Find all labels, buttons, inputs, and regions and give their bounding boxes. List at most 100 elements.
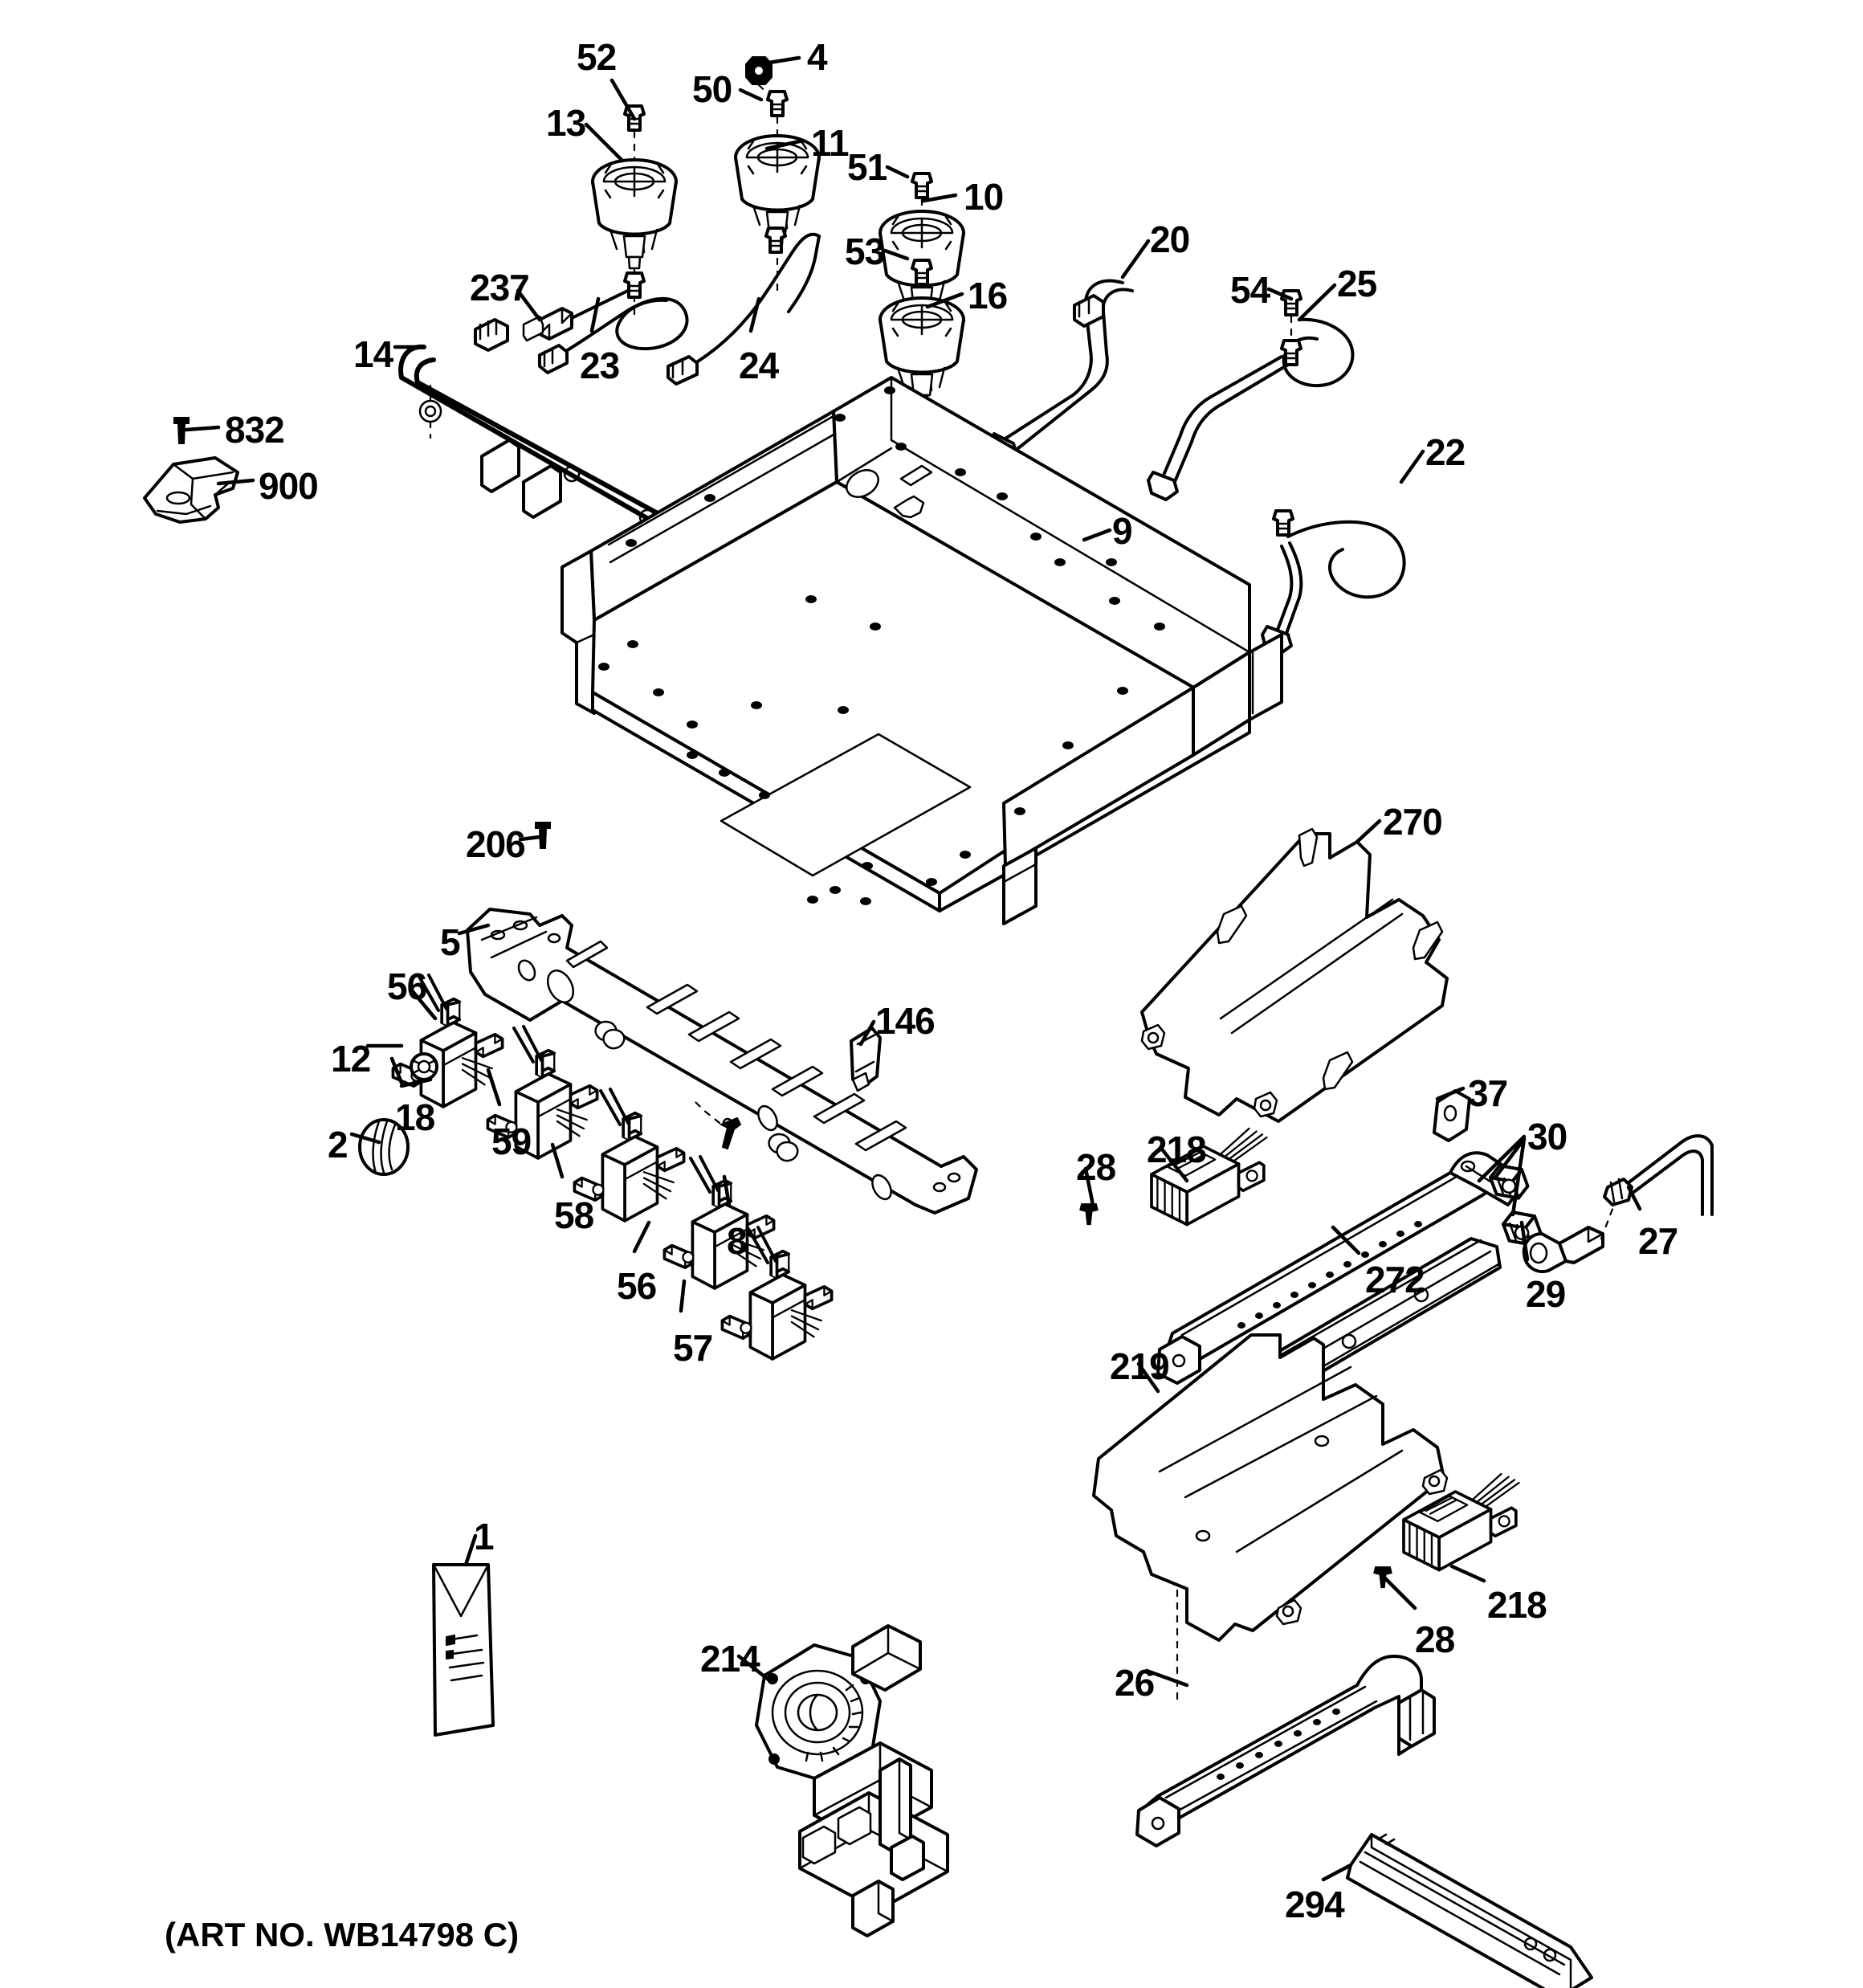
leader-26 (1144, 1668, 1189, 1688)
part-8-screw (719, 1116, 742, 1150)
part-206-screw (535, 822, 551, 849)
callout-57: 57 (673, 1327, 713, 1369)
part-214-gas-pressure-regulator (755, 1624, 949, 1937)
leader-57 (679, 1279, 687, 1313)
leader-56 (409, 987, 438, 1021)
callout-50: 50 (692, 68, 732, 110)
leader-1 (463, 1533, 478, 1567)
leader-13 (584, 122, 625, 163)
callout-20: 20 (1150, 218, 1190, 260)
part-294-deflector (1346, 1833, 1593, 1988)
callout-2: 2 (328, 1124, 349, 1165)
leader-23 (589, 296, 601, 333)
callout-22: 22 (1425, 431, 1466, 473)
leader-53 (883, 248, 910, 261)
leader-11 (764, 138, 805, 151)
callout-18: 18 (395, 1096, 435, 1138)
callout-56: 56 (387, 965, 427, 1007)
callout-219: 219 (1110, 1345, 1170, 1387)
part-51-orifice (911, 172, 933, 199)
leader-30 (1477, 1134, 1527, 1183)
leader-18 (389, 1056, 404, 1085)
leader-5 (457, 923, 491, 936)
callout-24: 24 (739, 345, 779, 386)
part-219-bottom-shield (1092, 1333, 1449, 1642)
callout-52: 52 (577, 36, 617, 78)
callout-206: 206 (466, 823, 526, 865)
leader-9 (1082, 528, 1112, 542)
part-13-burner-head (591, 158, 678, 270)
leader-16 (925, 292, 964, 309)
callout-900: 900 (259, 465, 319, 507)
leader-270 (1355, 818, 1382, 844)
part-237-igniter-rod (522, 286, 636, 342)
leader-25 (1297, 283, 1337, 322)
callout-5: 5 (440, 921, 461, 963)
leader-22 (1399, 449, 1425, 484)
leader-832 (184, 425, 221, 432)
callout-218: 218 (1147, 1129, 1207, 1170)
leader-59 (486, 1067, 502, 1107)
part-12-valve-1 (391, 997, 504, 1108)
leader-29 (1519, 1220, 1530, 1262)
callout-294: 294 (1285, 1884, 1345, 1925)
leader-10 (921, 193, 958, 203)
callout-214: 214 (700, 1638, 760, 1680)
leader-146 (858, 1019, 876, 1047)
leader-56 (632, 1220, 651, 1254)
callout-51: 51 (847, 146, 887, 188)
callout-58: 58 (554, 1194, 594, 1236)
callout-10: 10 (964, 176, 1004, 218)
leader-218 (1449, 1564, 1486, 1583)
leader-900 (216, 478, 255, 486)
callout-leader-lines (184, 55, 1642, 1882)
part-56-valve-4 (662, 1178, 776, 1290)
callout-29: 29 (1526, 1273, 1566, 1315)
part-1-instruction-sheet (432, 1563, 495, 1737)
leader-20 (1120, 239, 1151, 280)
callout-14: 14 (353, 333, 393, 375)
leader-206 (518, 835, 542, 842)
part-53-orifice-node (911, 259, 933, 286)
part-20-gas-tube (988, 279, 1134, 463)
leader-50 (738, 88, 764, 102)
part-9-oven-bottom-chassis (561, 376, 1283, 925)
leader-218 (1160, 1148, 1189, 1183)
callout-26: 26 (1115, 1662, 1155, 1704)
leader-8 (722, 1174, 732, 1207)
part-900-bracket (143, 456, 239, 524)
callout-23: 23 (580, 345, 620, 386)
leader-294 (1321, 1863, 1353, 1882)
part-146-clip (850, 1027, 882, 1092)
callout-56: 56 (617, 1265, 657, 1307)
leader-28 (1083, 1166, 1096, 1211)
callout-54: 54 (1230, 269, 1270, 311)
callout-4: 4 (807, 36, 828, 78)
callout-59: 59 (491, 1121, 532, 1162)
part-27-gas-tube (1603, 1134, 1714, 1216)
part-22-gas-tube (1261, 509, 1406, 655)
leader-24 (748, 296, 761, 333)
callout-53: 53 (845, 231, 885, 272)
leader-237 (516, 288, 542, 322)
callout-270: 270 (1383, 801, 1443, 843)
part-26-oven-burner (1135, 1655, 1436, 1847)
leader-4 (756, 55, 801, 67)
callout-218: 218 (1487, 1584, 1547, 1626)
callout-12: 12 (331, 1038, 371, 1080)
callout-832: 832 (225, 409, 285, 451)
callout-9: 9 (1112, 510, 1133, 552)
callout-28: 28 (1076, 1146, 1116, 1188)
part-18-washer (410, 1052, 438, 1081)
callout-237: 237 (470, 267, 530, 308)
leader-54 (1266, 287, 1294, 301)
part-2-control-knob (358, 1118, 410, 1176)
callout-37: 37 (1468, 1072, 1508, 1114)
callout-30: 30 (1527, 1116, 1567, 1157)
art-number-label: (ART NO. WB14798 C) (165, 1916, 520, 1953)
callout-11: 11 (811, 122, 850, 164)
part-270-heat-shield (1140, 827, 1449, 1123)
part-25-gas-tube (1147, 317, 1355, 501)
leader-2 (349, 1132, 381, 1145)
